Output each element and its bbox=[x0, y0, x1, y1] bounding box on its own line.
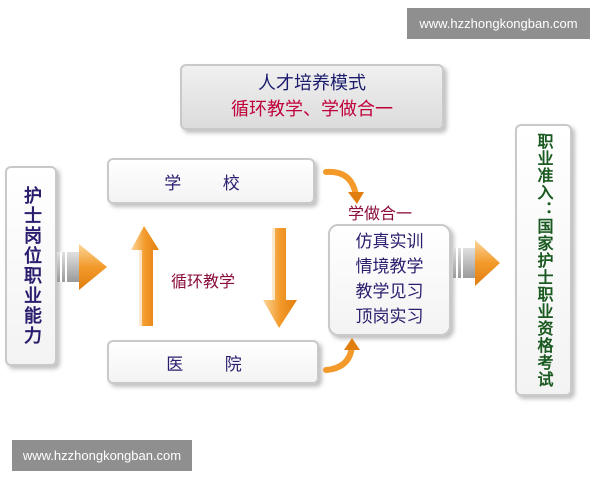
practice-box: 仿真实训 情境教学 教学见习 顶岗实习 bbox=[328, 224, 451, 336]
practice-item-2: 情境教学 bbox=[355, 257, 424, 277]
curve-arrow-top-icon bbox=[323, 168, 364, 204]
right-text: 职业准入：国家护士职业资格考试 bbox=[534, 132, 554, 388]
title-box: 人才培养模式 循环教学、学做合一 bbox=[180, 64, 444, 130]
career-access-box: 职业准入：国家护士职业资格考试 bbox=[515, 124, 572, 396]
practice-item-3: 教学见习 bbox=[355, 282, 424, 302]
left-text-col1: 护士岗 bbox=[21, 186, 42, 246]
hospital-label: 医 院 bbox=[166, 354, 260, 375]
title-line-2: 循环教学、学做合一 bbox=[231, 99, 393, 120]
practice-item-1: 仿真实训 bbox=[355, 232, 424, 252]
down-arrow-icon bbox=[263, 228, 297, 328]
right-output-arrow-icon bbox=[453, 240, 500, 286]
watermark-bottom: www.hzzhongkongban.com bbox=[12, 440, 192, 471]
left-input-arrow-icon bbox=[57, 244, 107, 290]
cycle-teaching-label: 循环教学 bbox=[171, 272, 236, 291]
nursing-competency-box: 护士岗 位职业能力 bbox=[5, 166, 57, 366]
curve-arrow-bottom-icon bbox=[323, 338, 360, 373]
learn-do-label: 学做合一 bbox=[348, 204, 413, 223]
practice-item-4: 顶岗实习 bbox=[355, 307, 424, 327]
hospital-box: 医 院 bbox=[107, 340, 319, 384]
title-line-1: 人才培养模式 bbox=[258, 73, 366, 94]
watermark-top: www.hzzhongkongban.com bbox=[407, 8, 590, 39]
school-box: 学 校 bbox=[107, 158, 315, 204]
school-label: 学 校 bbox=[164, 173, 258, 194]
up-arrow-icon bbox=[131, 226, 159, 326]
left-text-col2: 位职业能力 bbox=[21, 246, 42, 346]
